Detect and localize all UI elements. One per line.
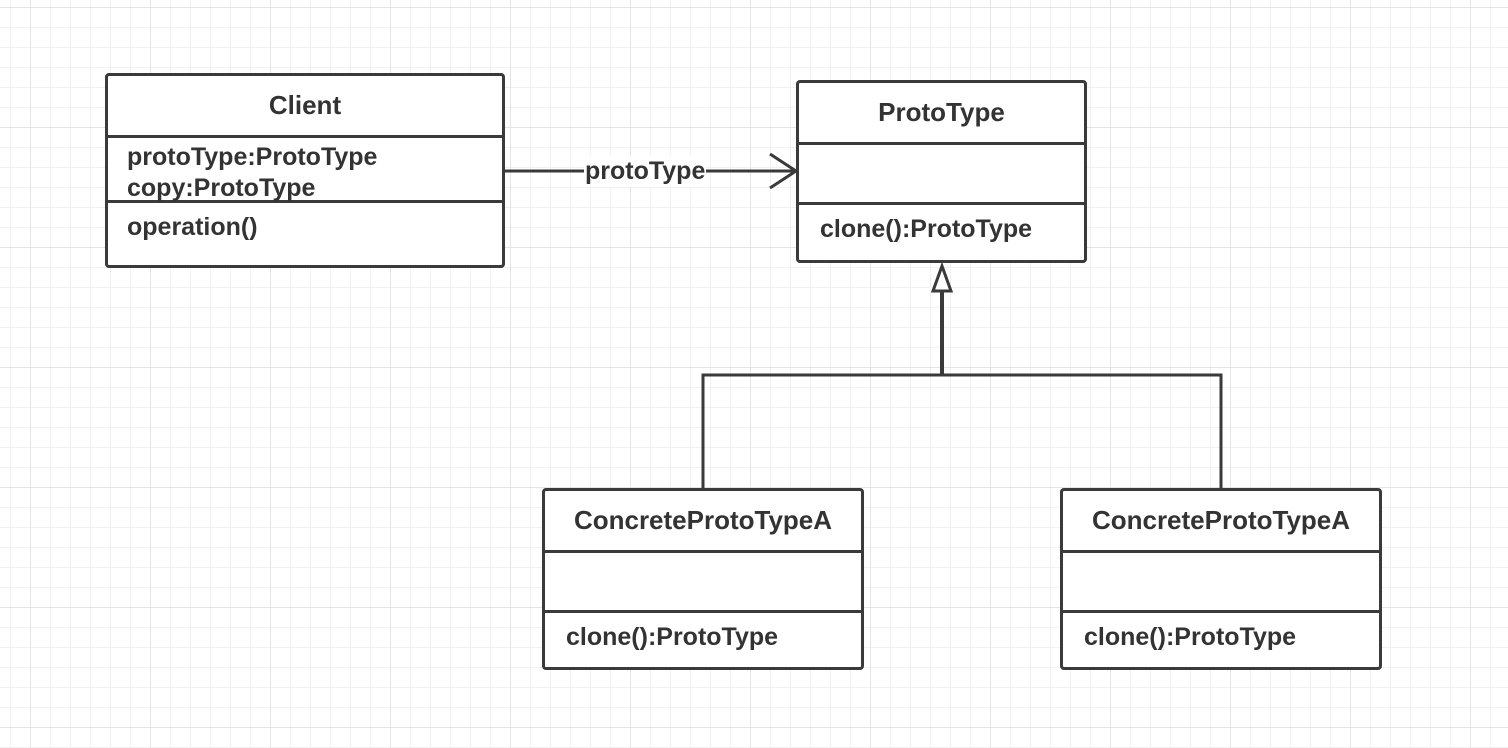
class-client-attributes: protoType:ProtoType copy:ProtoType — [108, 138, 502, 203]
class-client-name: Client — [108, 76, 502, 138]
class-concrete-prototype-b[interactable]: ConcreteProtoTypeA clone():ProtoType — [1060, 488, 1382, 670]
class-concrete-prototype-a-attributes — [545, 553, 861, 613]
class-concrete-prototype-b-operation: clone():ProtoType — [1084, 623, 1297, 651]
class-concrete-prototype-b-attributes — [1063, 553, 1379, 613]
class-concrete-prototype-a[interactable]: ConcreteProtoTypeA clone():ProtoType — [542, 488, 864, 670]
class-prototype-operation: clone():ProtoType — [820, 215, 1033, 243]
generalization-triangle-icon — [930, 261, 954, 293]
class-concrete-prototype-a-operation: clone():ProtoType — [566, 623, 779, 651]
class-client-attribute: protoType:ProtoType — [127, 143, 378, 171]
class-concrete-prototype-a-operations: clone():ProtoType — [545, 613, 861, 667]
class-client[interactable]: Client protoType:ProtoType copy:ProtoTyp… — [105, 73, 505, 268]
class-client-operation: operation() — [127, 213, 258, 241]
class-concrete-prototype-b-name: ConcreteProtoTypeA — [1063, 491, 1379, 553]
class-client-operations: operation() — [108, 203, 502, 265]
class-prototype-name: ProtoType — [799, 83, 1084, 145]
class-concrete-prototype-a-name: ConcreteProtoTypeA — [545, 491, 861, 553]
class-concrete-prototype-b-operations: clone():ProtoType — [1063, 613, 1379, 667]
class-client-attribute: copy:ProtoType — [127, 174, 316, 202]
class-prototype-operations: clone():ProtoType — [799, 205, 1084, 260]
class-prototype[interactable]: ProtoType clone():ProtoType — [796, 80, 1087, 263]
generalization-branch-line[interactable] — [701, 373, 1223, 489]
association-label: protoType — [584, 156, 707, 187]
class-prototype-attributes — [799, 145, 1084, 205]
